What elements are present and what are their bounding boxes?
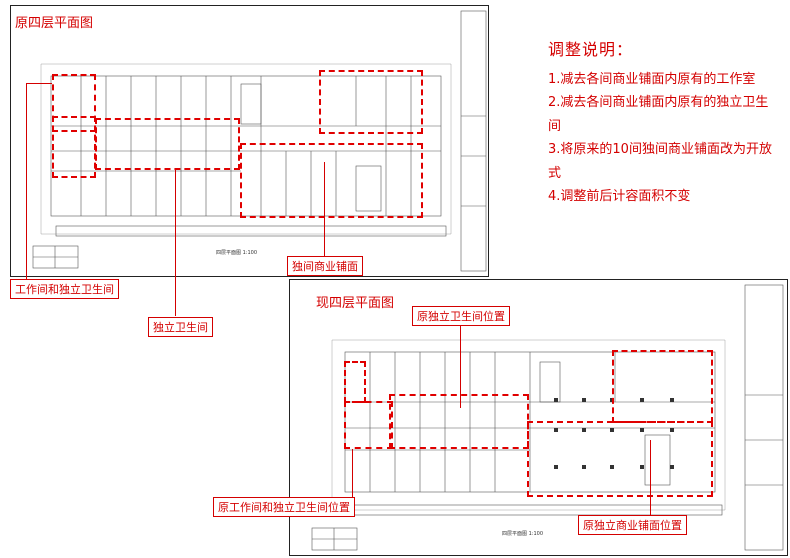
note-item: 4.调整前后计容面积不变 [548, 189, 691, 204]
original-plan-scale-label: 四层平面图 1:100 [216, 250, 257, 256]
note-item: 1.减去各间商业铺面内原有的工作室 [548, 71, 756, 87]
adjustment-notes: 调整说明： 1.减去各间商业铺面内原有的工作室 2.减去各间商业铺面内原有的独立… [548, 38, 780, 209]
original-floor-plan-drawing [32, 10, 487, 272]
callout-orig-work-room-toilet-position: 原工作间和独立卫生间位置 [213, 497, 355, 517]
leader-line [26, 83, 27, 281]
current-plan-title: 现四层平面图 [316, 296, 395, 311]
note-item: 3.将原来的10间独间商业铺面改为开放式 [548, 142, 772, 181]
now-shop-area-bottom [527, 421, 713, 497]
leader-line [460, 320, 461, 408]
leader-line [175, 170, 176, 316]
orig-toilet-area [95, 118, 240, 170]
current-plan-scale-label: 四层平面图 1:100 [502, 531, 543, 537]
leader-line [324, 162, 325, 257]
leader-line [650, 440, 651, 515]
orig-work-room-area-top [52, 74, 96, 132]
now-toilet-area [389, 394, 529, 449]
original-plan-title: 原四层平面图 [15, 16, 94, 31]
orig-shop-area-bottom [240, 143, 423, 218]
callout-orig-single-shop-position: 原独立商业铺面位置 [578, 515, 687, 535]
callout-independent-toilet: 独立卫生间 [148, 317, 213, 337]
original-plan-sheet: 原四层平面图 [10, 5, 489, 277]
now-shop-area-top [612, 350, 713, 423]
leader-line [352, 449, 353, 497]
notes-heading: 调整说明： [548, 40, 634, 59]
now-work-room-area-top [344, 361, 366, 403]
current-floor-plan-drawing [311, 284, 784, 551]
note-item: 2.减去各间商业铺面内原有的独立卫生间 [548, 95, 769, 134]
current-plan-sheet: 现四层平面图 [289, 279, 788, 556]
callout-work-room-and-toilet: 工作间和独立卫生间 [10, 279, 119, 299]
orig-shop-area-top [319, 70, 423, 134]
now-work-room-area-bottom [344, 401, 393, 449]
orig-work-room-area-bottom [52, 116, 96, 178]
callout-orig-toilet-position: 原独立卫生间位置 [412, 306, 510, 326]
callout-single-shop: 独间商业铺面 [287, 256, 363, 276]
leader-line [26, 83, 52, 84]
